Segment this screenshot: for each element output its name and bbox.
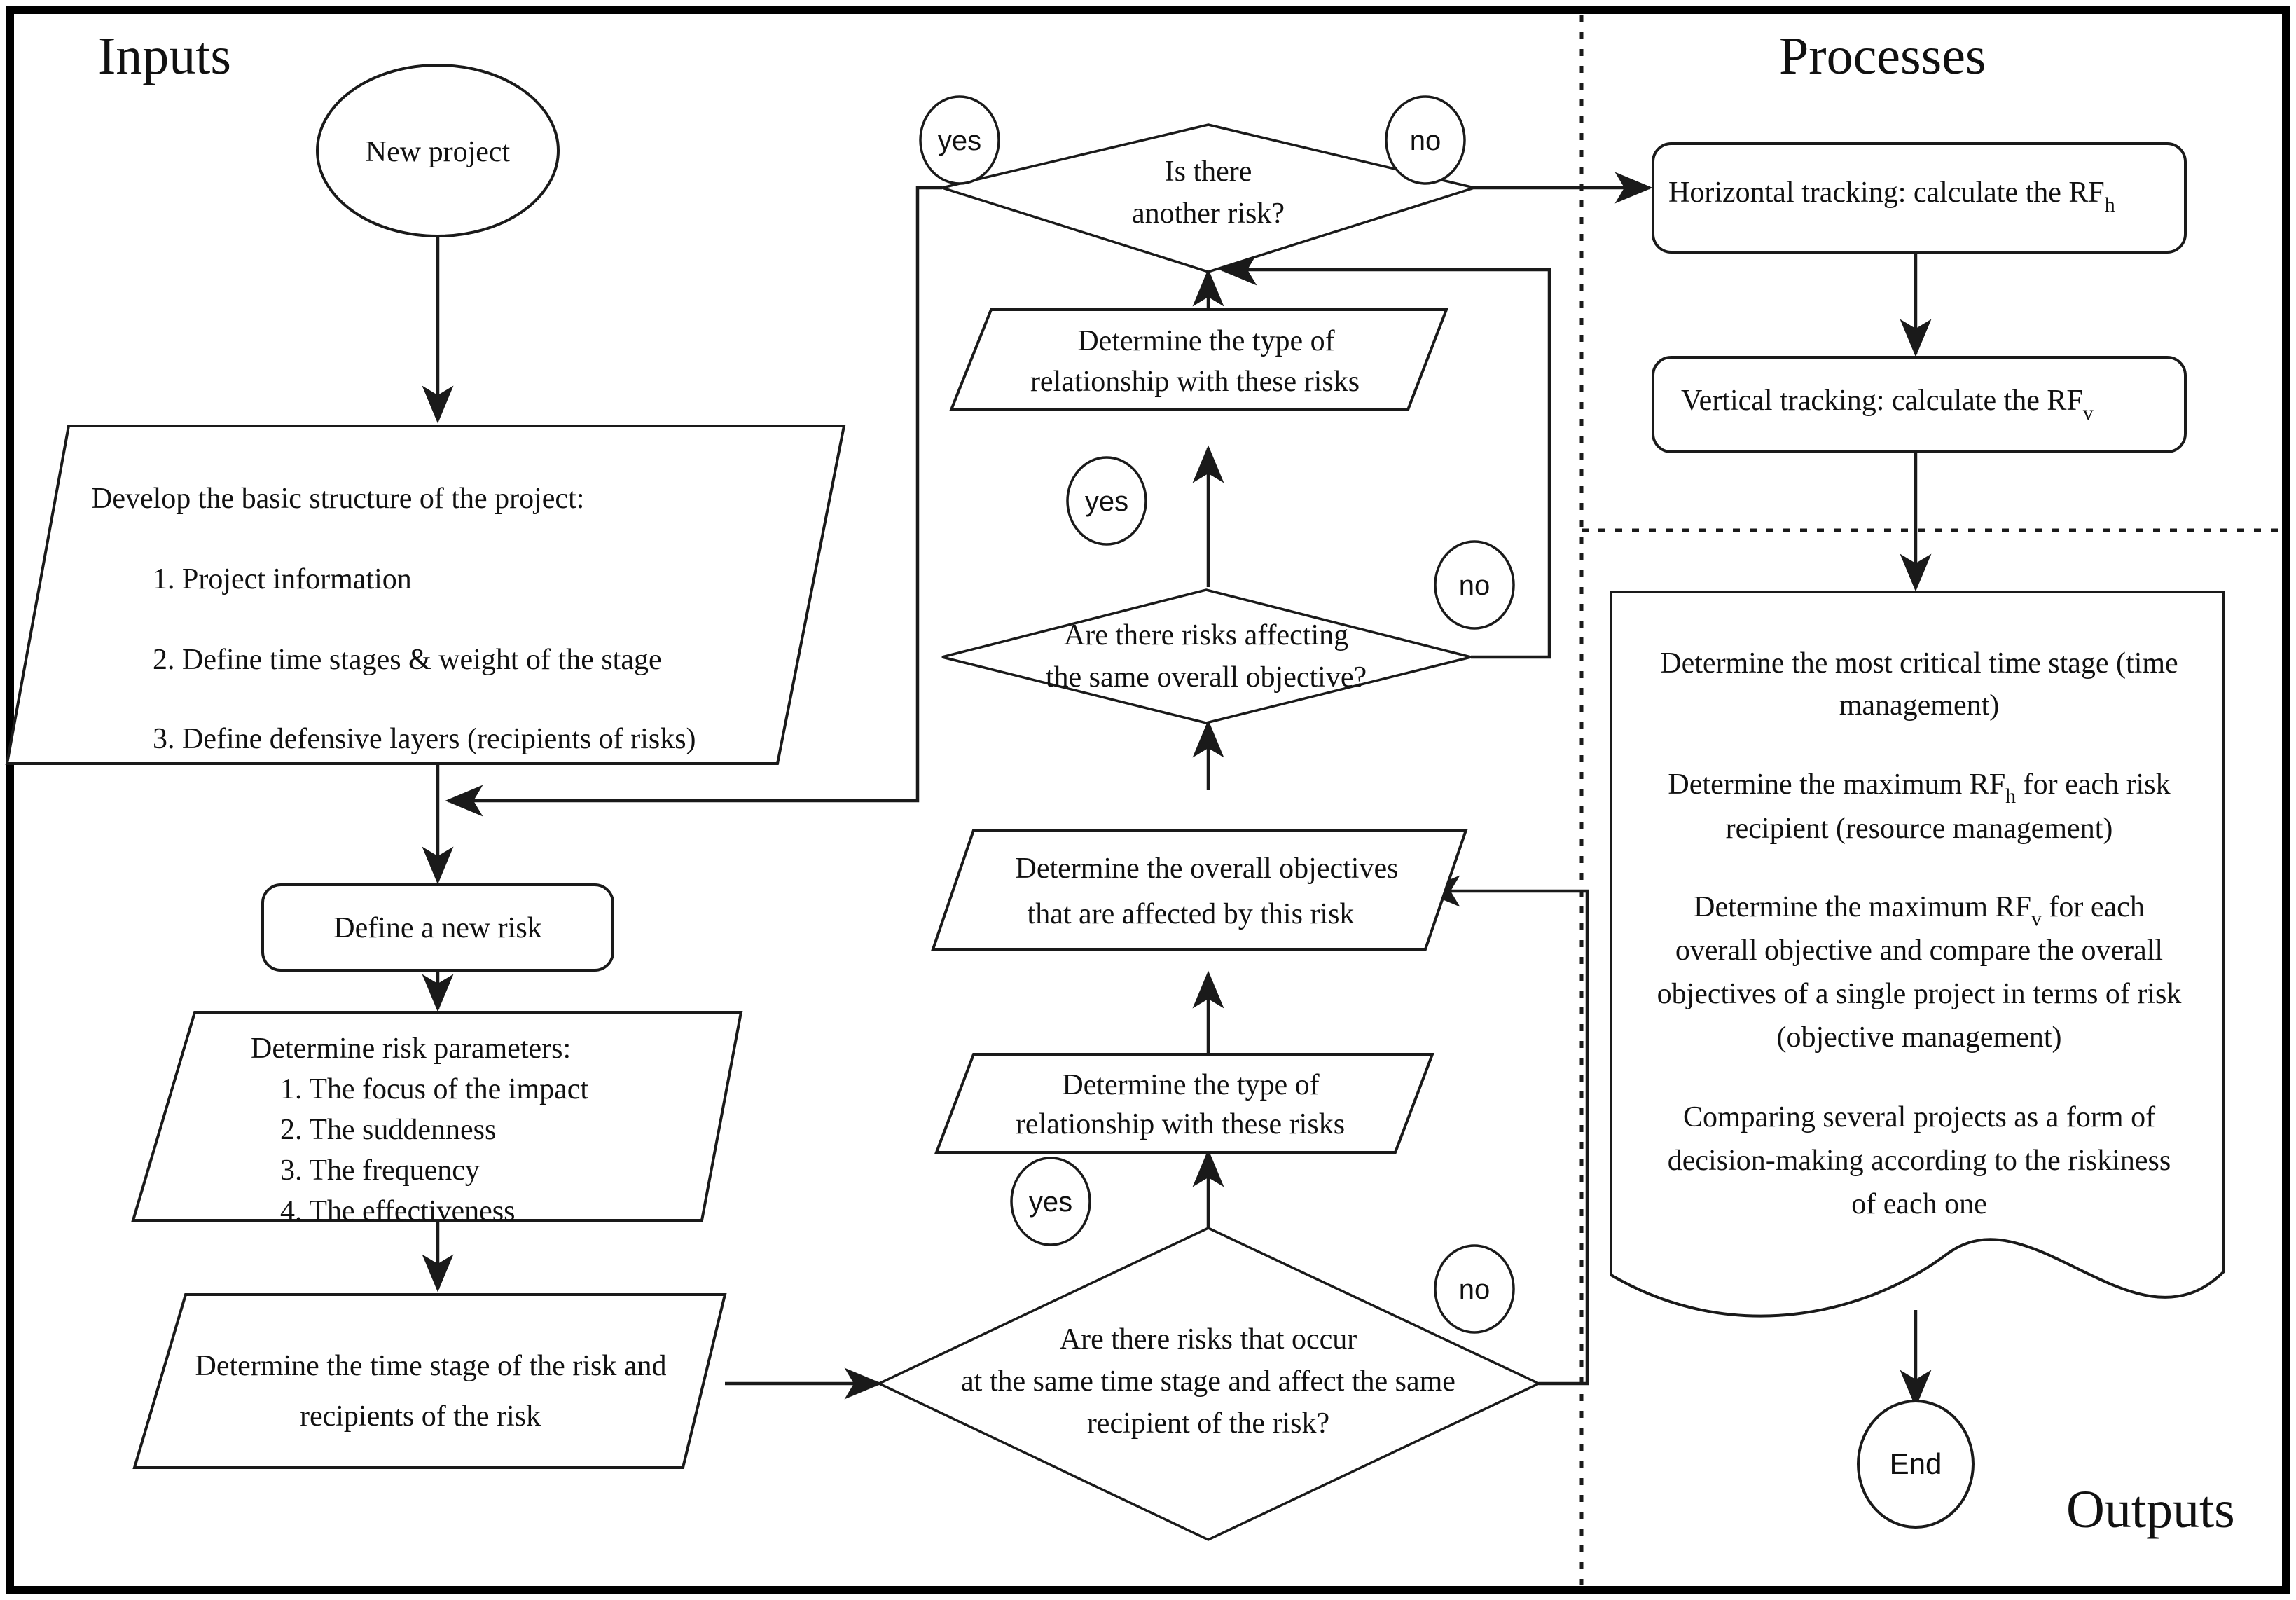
outputs-p1-line2: management) <box>1839 689 2000 722</box>
node-vertical-tracking-label: Vertical tracking: calculate the RFv <box>1681 385 2094 425</box>
edge-decision-time-no-to-objectives <box>1422 875 1589 1386</box>
edge-decision-objective-no-to-decision-another <box>1219 254 1551 659</box>
outputs-p3-line3: objectives of a single project in terms … <box>1657 978 2182 1010</box>
node-decision-same-time-stage-line-2: at the same time stage and affect the sa… <box>961 1365 1455 1398</box>
node-develop-structure-heading: Develop the basic structure of the proje… <box>91 483 584 515</box>
node-horizontal-tracking[interactable]: Horizontal tracking: calculate the RFh <box>1652 142 2187 254</box>
node-risk-parameters-item-3: 3. The frequency <box>280 1154 480 1187</box>
node-decision-same-time-stage-line-1: Are there risks that occur <box>1060 1323 1357 1356</box>
node-relationship-lower-line-1: Determine the type of <box>1062 1069 1319 1101</box>
node-decision-another-risk[interactable]: Is there another risk? <box>937 123 1479 273</box>
node-develop-structure[interactable]: Develop the basic structure of the proje… <box>5 425 846 765</box>
outer-frame <box>6 6 2290 1594</box>
node-relationship-upper[interactable]: Determine the type of relationship with … <box>949 308 1448 411</box>
outputs-p1-line1: Determine the most critical time stage (… <box>1660 647 2178 680</box>
edge-label-same-objective-no-text: no <box>1459 570 1491 601</box>
node-decision-same-objective[interactable]: Are there risks affecting the same overa… <box>941 588 1472 724</box>
node-vertical-tracking-main: Vertical tracking: calculate the RF <box>1681 385 2083 417</box>
node-decision-same-time-stage-line-3: recipient of the risk? <box>1087 1407 1329 1440</box>
node-decision-same-objective-line-2: the same overall objective? <box>1046 661 1367 694</box>
edge-label-same-objective-no: no <box>1434 540 1515 630</box>
node-end[interactable]: End <box>1857 1400 1975 1529</box>
outputs-p4-line2: decision-making according to the riskine… <box>1668 1145 2171 1177</box>
section-title-outputs: Outputs <box>2066 1480 2235 1539</box>
edge-label-another-risk-no-text: no <box>1410 125 1441 156</box>
node-relationship-lower-line-2: relationship with these risks <box>1016 1108 1345 1140</box>
outputs-p4-line1: Comparing several projects as a form of <box>1683 1101 2155 1133</box>
node-risk-parameters[interactable]: Determine risk parameters: 1. The focus … <box>131 1011 743 1227</box>
node-start-label: New project <box>366 136 511 168</box>
outputs-p4-line3: of each one <box>1851 1188 1987 1220</box>
edge-label-same-objective-yes-text: yes <box>1085 486 1128 517</box>
node-risk-parameters-item-4: 4. The effectiveness <box>280 1195 516 1227</box>
node-horizontal-tracking-label: Horizontal tracking: calculate the RFh <box>1668 177 2115 216</box>
node-time-stage-line-2: recipients of the risk <box>300 1400 541 1433</box>
edge-label-another-risk-yes: yes <box>919 95 1000 185</box>
node-relationship-upper-line-1: Determine the type of <box>1077 325 1334 357</box>
node-time-stage[interactable]: Determine the time stage of the risk and… <box>132 1293 727 1469</box>
node-define-risk[interactable]: Define a new risk <box>261 883 614 972</box>
node-decision-another-risk-line-1: Is there <box>1165 156 1252 188</box>
node-develop-structure-item-1: 1. Project information <box>153 563 412 595</box>
edge-label-another-risk-yes-text: yes <box>938 125 981 156</box>
edge-label-same-time-stage-yes: yes <box>1010 1157 1091 1246</box>
node-define-risk-label: Define a new risk <box>333 912 541 944</box>
outputs-p3-line4: (objective management) <box>1777 1021 2062 1054</box>
node-decision-same-time-stage[interactable]: Are there risks that occur at the same t… <box>876 1227 1542 1541</box>
edge-label-same-time-stage-no-text: no <box>1459 1274 1491 1305</box>
edge-decision-another-yes-to-define-risk <box>445 186 942 817</box>
node-decision-same-objective-line-1: Are there risks affecting <box>1064 619 1348 651</box>
node-overall-objectives[interactable]: Determine the overall objectives that ar… <box>931 829 1468 951</box>
node-time-stage-line-1: Determine the time stage of the risk and <box>195 1350 667 1382</box>
node-start[interactable]: New project <box>316 64 560 237</box>
node-outputs-document[interactable]: Determine the most critical time stage (… <box>1610 591 2225 1318</box>
node-relationship-upper-line-2: relationship with these risks <box>1030 366 1360 398</box>
node-develop-structure-item-3: 3. Define defensive layers (recipients o… <box>153 723 696 755</box>
node-vertical-tracking[interactable]: Vertical tracking: calculate the RFv <box>1652 356 2187 453</box>
node-risk-parameters-item-1: 1. The focus of the impact <box>280 1073 588 1105</box>
edge-label-same-time-stage-yes-text: yes <box>1029 1187 1072 1218</box>
section-title-inputs: Inputs <box>98 27 231 85</box>
edge-label-same-objective-yes: yes <box>1066 456 1147 546</box>
outputs-p3-line1: Determine the maximum RFv for each <box>1694 891 2145 930</box>
section-title-processes: Processes <box>1779 27 1986 85</box>
node-decision-another-risk-line-2: another risk? <box>1132 198 1285 230</box>
node-horizontal-tracking-main: Horizontal tracking: calculate the RF <box>1668 177 2105 209</box>
node-develop-structure-item-2: 2. Define time stages & weight of the st… <box>153 644 662 676</box>
outputs-p2-line2: recipient (resource management) <box>1726 813 2113 845</box>
node-overall-objectives-line-1: Determine the overall objectives <box>1016 853 1399 885</box>
node-risk-parameters-heading: Determine risk parameters: <box>251 1033 571 1065</box>
node-overall-objectives-line-2: that are affected by this risk <box>1028 898 1355 930</box>
node-end-label: End <box>1890 1447 1942 1480</box>
outputs-p2-line1: Determine the maximum RFh for each risk <box>1668 768 2170 808</box>
node-horizontal-tracking-subscript: h <box>2105 193 2115 216</box>
edge-label-another-risk-no: no <box>1385 95 1466 185</box>
node-relationship-lower[interactable]: Determine the type of relationship with … <box>934 1053 1434 1154</box>
outputs-p3-line2: overall objective and compare the overal… <box>1675 935 2163 967</box>
node-risk-parameters-item-2: 2. The suddenness <box>280 1114 496 1146</box>
node-vertical-tracking-subscript: v <box>2083 401 2094 425</box>
edge-label-same-time-stage-no: no <box>1434 1244 1515 1334</box>
